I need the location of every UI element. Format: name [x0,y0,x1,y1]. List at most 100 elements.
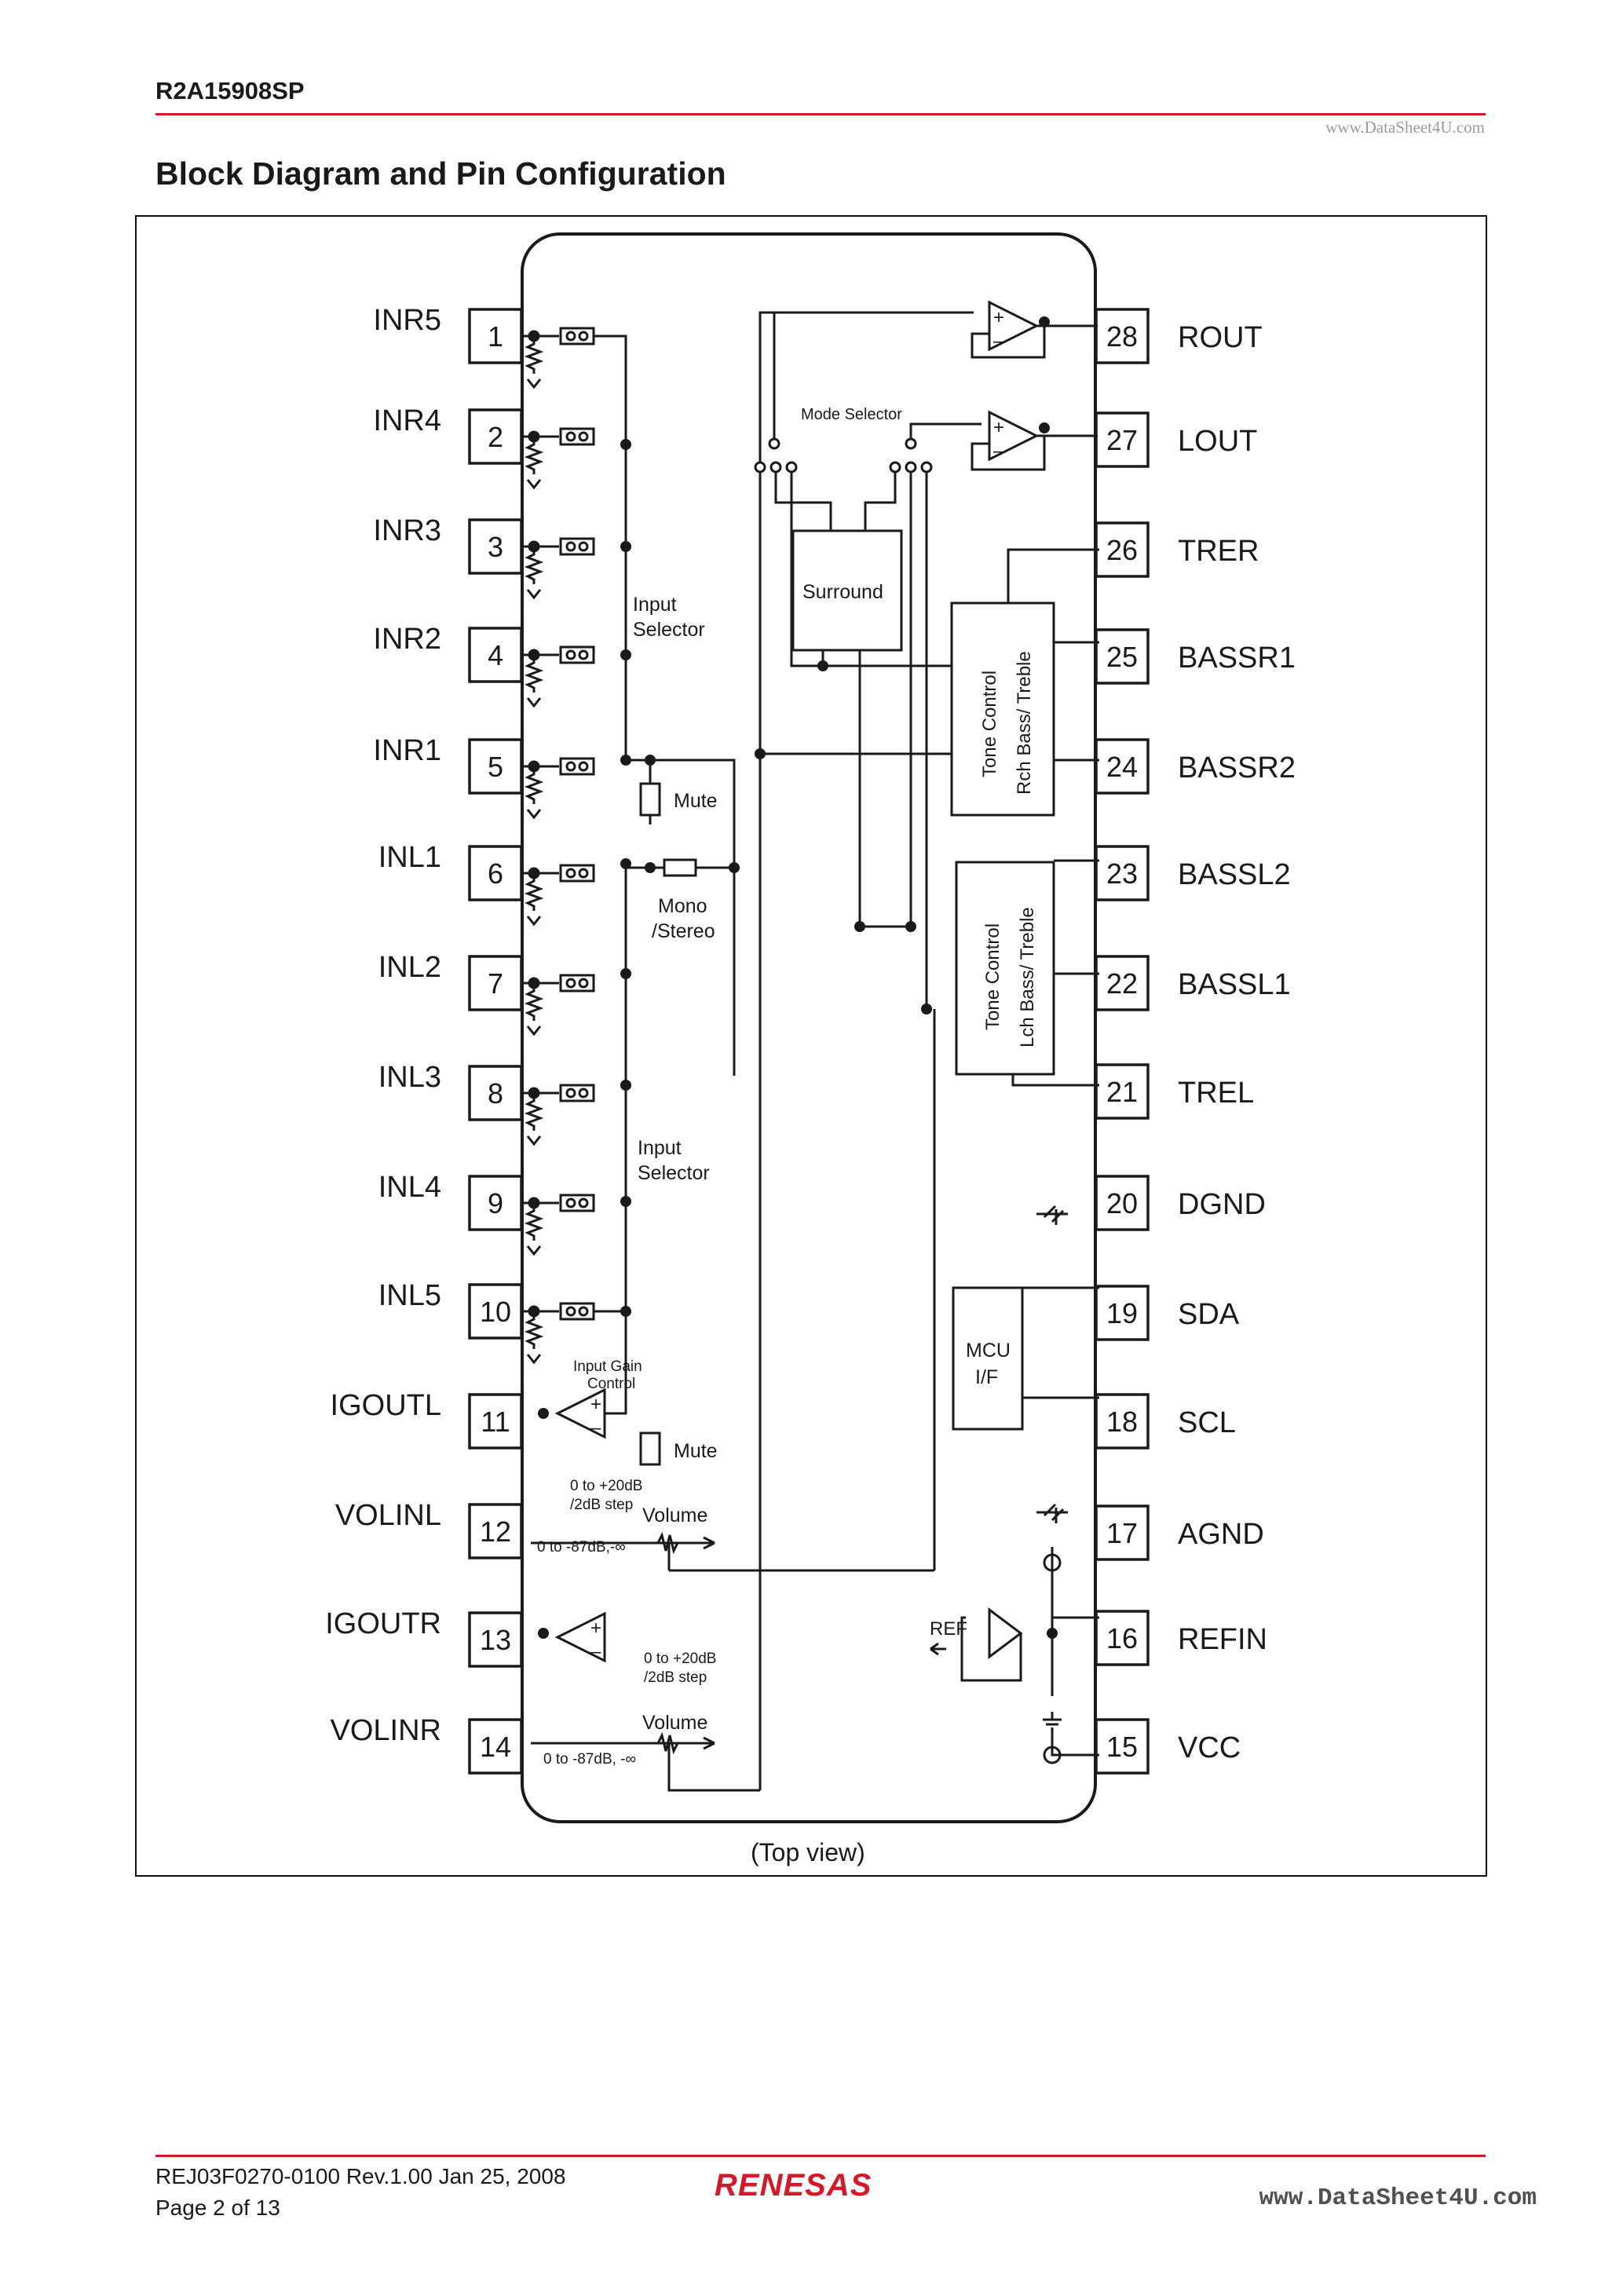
right-pin-group [1095,308,1150,1775]
pin-name-right: REFIN [1178,1623,1267,1656]
pin-box-right [1095,1718,1150,1775]
input-resistor [524,655,544,693]
switch-contact [578,1197,589,1208]
switch-contact [578,761,589,772]
pin-number-left: 14 [480,1731,511,1763]
mute-label-2: Mute [674,1440,718,1462]
input-resistor [524,983,544,1021]
mute-switches [639,782,697,1466]
input-resistor [524,437,544,474]
mode-selector-switch [754,437,933,473]
pin-name-right: BASSR1 [1178,642,1296,675]
switch-contact [565,978,576,989]
pin-number-left: 13 [480,1624,511,1656]
input-switch [559,1194,595,1212]
input-arrow [526,378,542,389]
volume-l-range: 0 to -87dB,-∞ [537,1539,626,1556]
pin-box-right [1095,1175,1150,1231]
volume-r-range: 0 to -87dB, -∞ [543,1751,636,1768]
gain-label: Input Gain [573,1358,642,1375]
footer-page-number: Page 2 of 13 [155,2195,280,2220]
section-title: Block Diagram and Pin Configuration [155,155,726,192]
input-arrow [526,697,542,708]
junction-dots [538,316,1058,1639]
pin-name-right: TRER [1178,535,1259,568]
pin-number-right: 24 [1106,751,1138,783]
pin-number-right: 22 [1106,967,1138,1000]
input-resistor [524,766,544,804]
tone-r-label-2: Rch Bass/ Treble [1014,651,1035,795]
pin-number-left: 12 [480,1515,511,1548]
pin-box-right [1095,1285,1150,1341]
pin-box-right [1095,845,1150,901]
input-resistor [524,873,544,911]
renesas-logo: RENESAS [715,2168,871,2203]
pin-number-right: 21 [1106,1076,1138,1108]
input-switch [559,1302,595,1321]
diagram-frame [135,215,1487,1877]
pin-box-right [1095,738,1150,795]
surround-label: Surround [802,581,883,603]
mute-label: Mute [674,790,718,812]
svg-text:–: – [993,441,1004,462]
input-switch [559,327,595,345]
pin-number-right: 19 [1106,1297,1138,1329]
lout-opamp [988,410,1040,462]
rout-opamp [988,300,1040,352]
pin-name-right: BASSR2 [1178,751,1296,784]
block-labels: Input Selector Input Selector Mute Mute … [537,406,1038,1866]
pin-name-left: VOLINR [331,1714,441,1747]
switch-contact [578,978,589,989]
pin-number-right: 20 [1106,1187,1138,1219]
switch-contact [578,868,589,879]
ic-body [521,232,1097,1823]
output-opamps [554,300,1098,1663]
mode-selector-label: Mode Selector [801,406,902,423]
input-switch [559,864,595,883]
pin-number-right: 26 [1106,534,1138,566]
switch-contact [565,1197,576,1208]
ground-symbols [930,1205,1068,1764]
tone-r-label: Tone Control [979,671,1000,777]
pin-name-left: INL5 [378,1279,441,1312]
input-arrow [526,1135,542,1146]
tone-l-label-2: Lch Bass/ Treble [1017,907,1038,1047]
gain-label-2: Control [587,1376,635,1392]
pin-number-left: 1 [488,320,503,353]
pin-box-right [1095,628,1150,685]
pin-number-left: 9 [488,1187,503,1219]
switch-contact [565,868,576,879]
pin-name-right: BASSL2 [1178,858,1291,891]
gain-range-r-2: /2dB step [644,1669,707,1686]
pin-name-right: SCL [1178,1406,1236,1439]
document-id: R2A15908SP [155,77,305,104]
switch-contact [565,761,576,772]
pin-number-right: 25 [1106,641,1138,673]
header-rule [155,113,1486,115]
footer-rule [155,2155,1486,2157]
top-view-label: (Top view) [751,1838,865,1866]
input-resistor [524,547,544,584]
pin-name-right: SDA [1178,1298,1240,1331]
pin-box-left [468,1503,523,1559]
opamp-signs: +– +– +– +– [590,307,1004,1662]
pin-box-left [468,1718,523,1775]
pin-name-left: INR3 [373,514,441,547]
switch-contact [578,1306,589,1317]
ref-opamp [988,1607,1023,1659]
input-arrow [526,1354,542,1365]
pin-name-left: INL3 [378,1061,441,1094]
tone-l-label: Tone Control [982,923,1003,1030]
volume-l-label: Volume [642,1504,707,1526]
pin-name-left: INR1 [373,734,441,767]
switch-contact [578,541,589,552]
input-arrow [526,1026,542,1036]
pin-name-right: LOUT [1178,425,1257,458]
input-resistor [524,336,544,374]
pin-number-left: 10 [480,1296,511,1328]
pin-name-left: VOLINL [335,1499,441,1532]
input-selector-bottom-label: Input [638,1137,682,1159]
pin-name-right: AGND [1178,1518,1264,1551]
pin-name-left: INL4 [378,1171,441,1204]
pin-number-left: 8 [488,1077,503,1110]
